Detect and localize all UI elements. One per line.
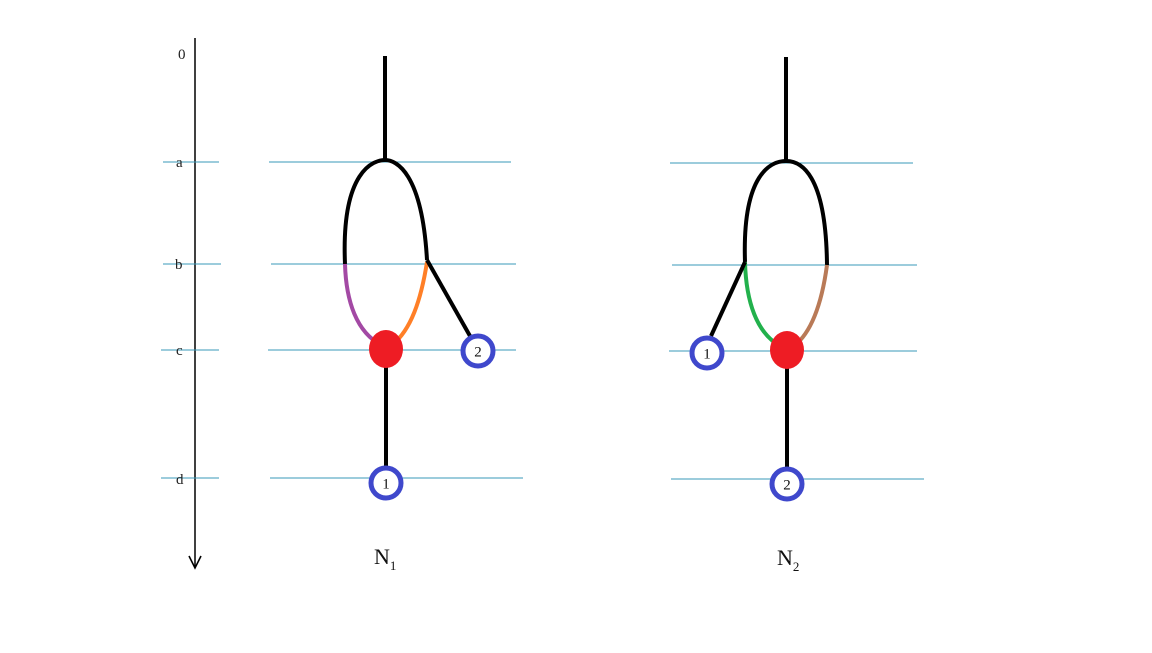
network-name: N <box>777 545 793 570</box>
leaf-label: 2 <box>783 478 791 494</box>
tree-arc <box>742 158 829 266</box>
leaf-label: 1 <box>703 347 711 363</box>
axis-label-b: b <box>175 257 183 273</box>
tree-arc <box>342 157 429 265</box>
axis-arrowhead-icon <box>188 555 202 570</box>
network-name: N <box>374 544 390 569</box>
side-leaf-edge <box>425 259 472 337</box>
side-leaf-edge <box>709 261 747 337</box>
reticulation-node <box>770 331 804 369</box>
reticulation-node <box>369 330 403 368</box>
leaf-node-side: 2 <box>460 333 496 369</box>
leaf-node-below: 1 <box>368 465 404 501</box>
axis-label-0: 0 <box>178 47 186 63</box>
guide-lines-n2 <box>669 162 924 480</box>
leaf-label: 2 <box>474 345 482 361</box>
leaf-ring <box>769 466 805 502</box>
leaf-ring <box>460 333 496 369</box>
network-label-n2: N2 <box>777 545 799 574</box>
right-reticulate-arc <box>390 261 429 347</box>
right-reticulate-arc <box>792 264 829 348</box>
left-reticulate-arc <box>743 261 783 349</box>
leaf-node-below: 2 <box>769 466 805 502</box>
network-n2: 2 1 N2 <box>669 57 924 574</box>
axis-label-a: a <box>176 155 183 171</box>
network-n1: 1 2 N1 <box>268 56 523 573</box>
network-subscript: 1 <box>390 558 397 573</box>
axis-label-c: c <box>176 343 183 359</box>
network-subscript: 2 <box>793 559 800 574</box>
leaf-node-side: 1 <box>689 335 725 371</box>
time-axis: 0 a b c d <box>161 38 221 570</box>
guide-lines-n1 <box>268 161 523 479</box>
network-label-n1: N1 <box>374 544 396 573</box>
leaf-ring <box>689 335 725 371</box>
leaf-label: 1 <box>382 477 390 493</box>
leaf-ring <box>368 465 404 501</box>
axis-label-d: d <box>176 472 184 488</box>
